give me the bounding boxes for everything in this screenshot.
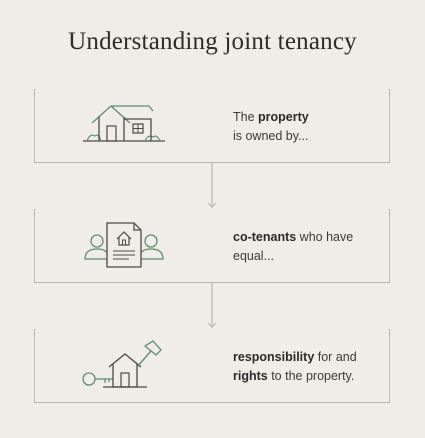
co-tenants-deed-icon — [84, 222, 164, 268]
text-fragment: who have equal... — [233, 230, 354, 263]
house-icon — [83, 105, 165, 142]
arrow-connector — [207, 163, 217, 208]
step-co-tenants: co-tenants who have equal... — [34, 209, 390, 283]
step-responsibility: responsibility for and rights to the pro… — [34, 329, 390, 403]
text-fragment: for and — [314, 350, 357, 364]
text-fragment-bold: property — [258, 110, 309, 124]
page-title: Understanding joint tenancy — [68, 28, 357, 55]
step-property: The property is owned by... — [34, 89, 390, 163]
step-text: co-tenants who have equal... — [233, 228, 383, 266]
step-text: The property is owned by... — [233, 108, 383, 146]
text-fragment-bold: co-tenants — [233, 230, 297, 244]
text-fragment: to the property. — [267, 369, 355, 383]
text-fragment-bold: responsibility — [233, 350, 315, 364]
step-text: responsibility for and rights to the pro… — [233, 348, 383, 386]
house-key-hammer-icon — [82, 340, 162, 388]
text-fragment-bold: rights — [233, 369, 268, 383]
arrow-connector — [207, 283, 217, 328]
text-fragment: is owned by... — [233, 129, 309, 143]
text-fragment: The — [233, 110, 259, 124]
